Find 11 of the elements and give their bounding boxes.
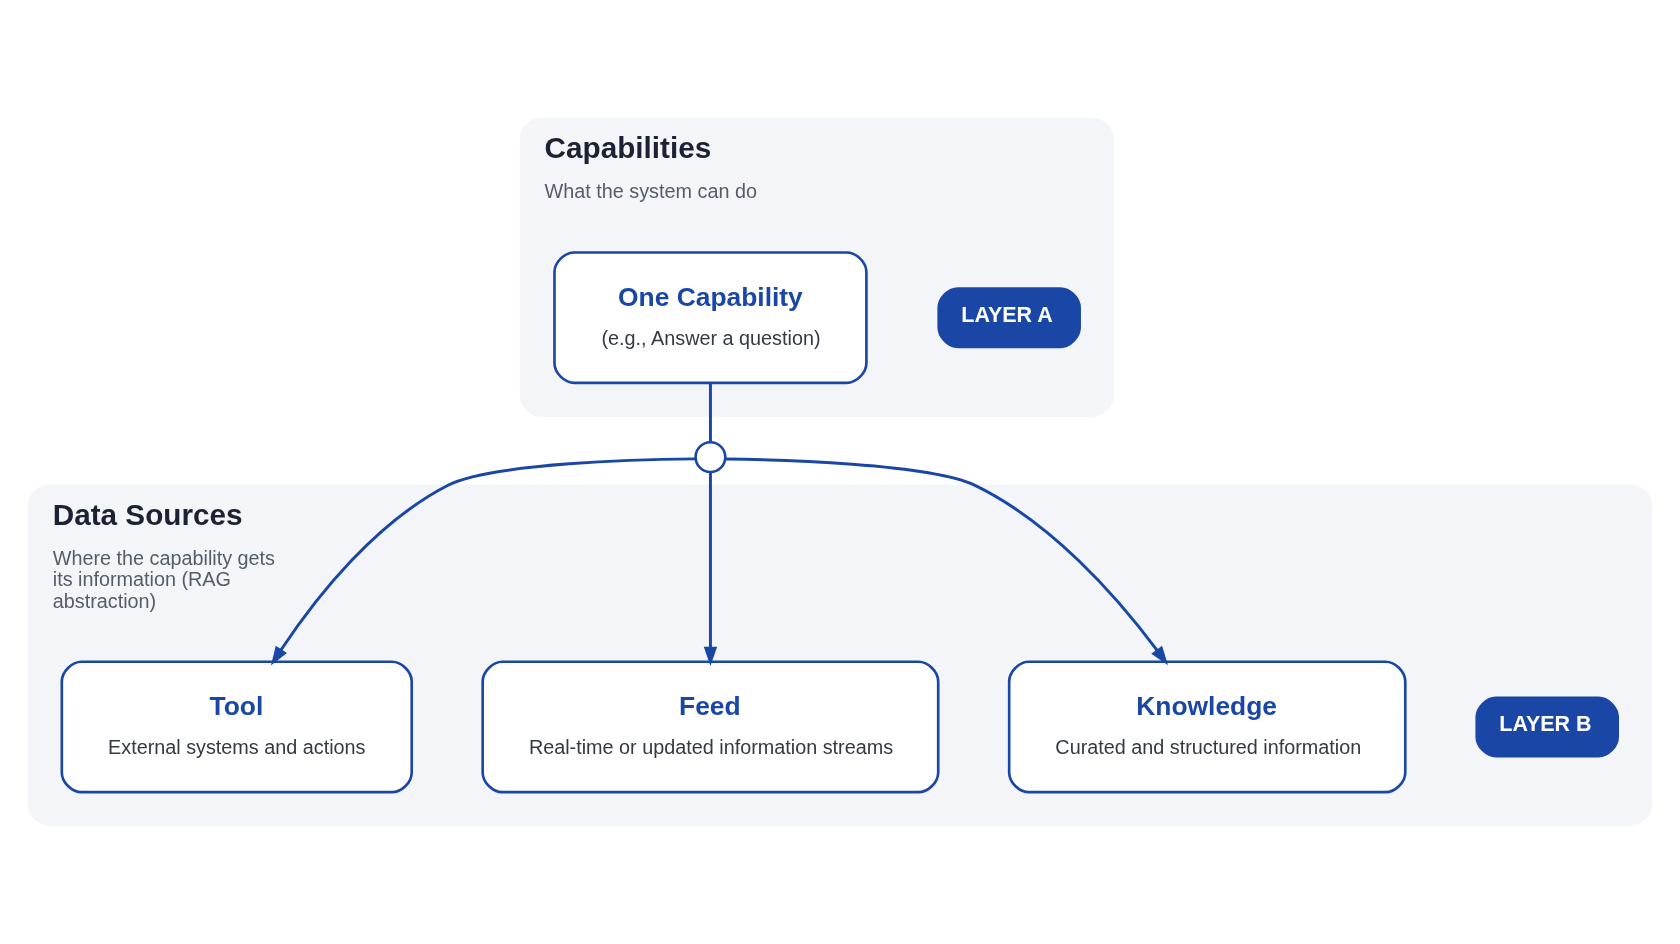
node-box: LAYER A [937, 287, 1081, 349]
node-box: Knowledge Curated and structured information [1007, 660, 1407, 794]
node-box: LAYER B [1475, 696, 1619, 758]
node-circle [694, 440, 727, 474]
arrow [703, 472, 718, 666]
arrow [725, 457, 1169, 666]
connector [708, 383, 712, 442]
arrow [270, 457, 696, 666]
node-box: Feed Real-time or updated information streams [481, 660, 940, 794]
node-box: One Capability (e.g., Answer a question) [553, 251, 868, 385]
node-box: Tool External systems and actions [60, 660, 414, 794]
